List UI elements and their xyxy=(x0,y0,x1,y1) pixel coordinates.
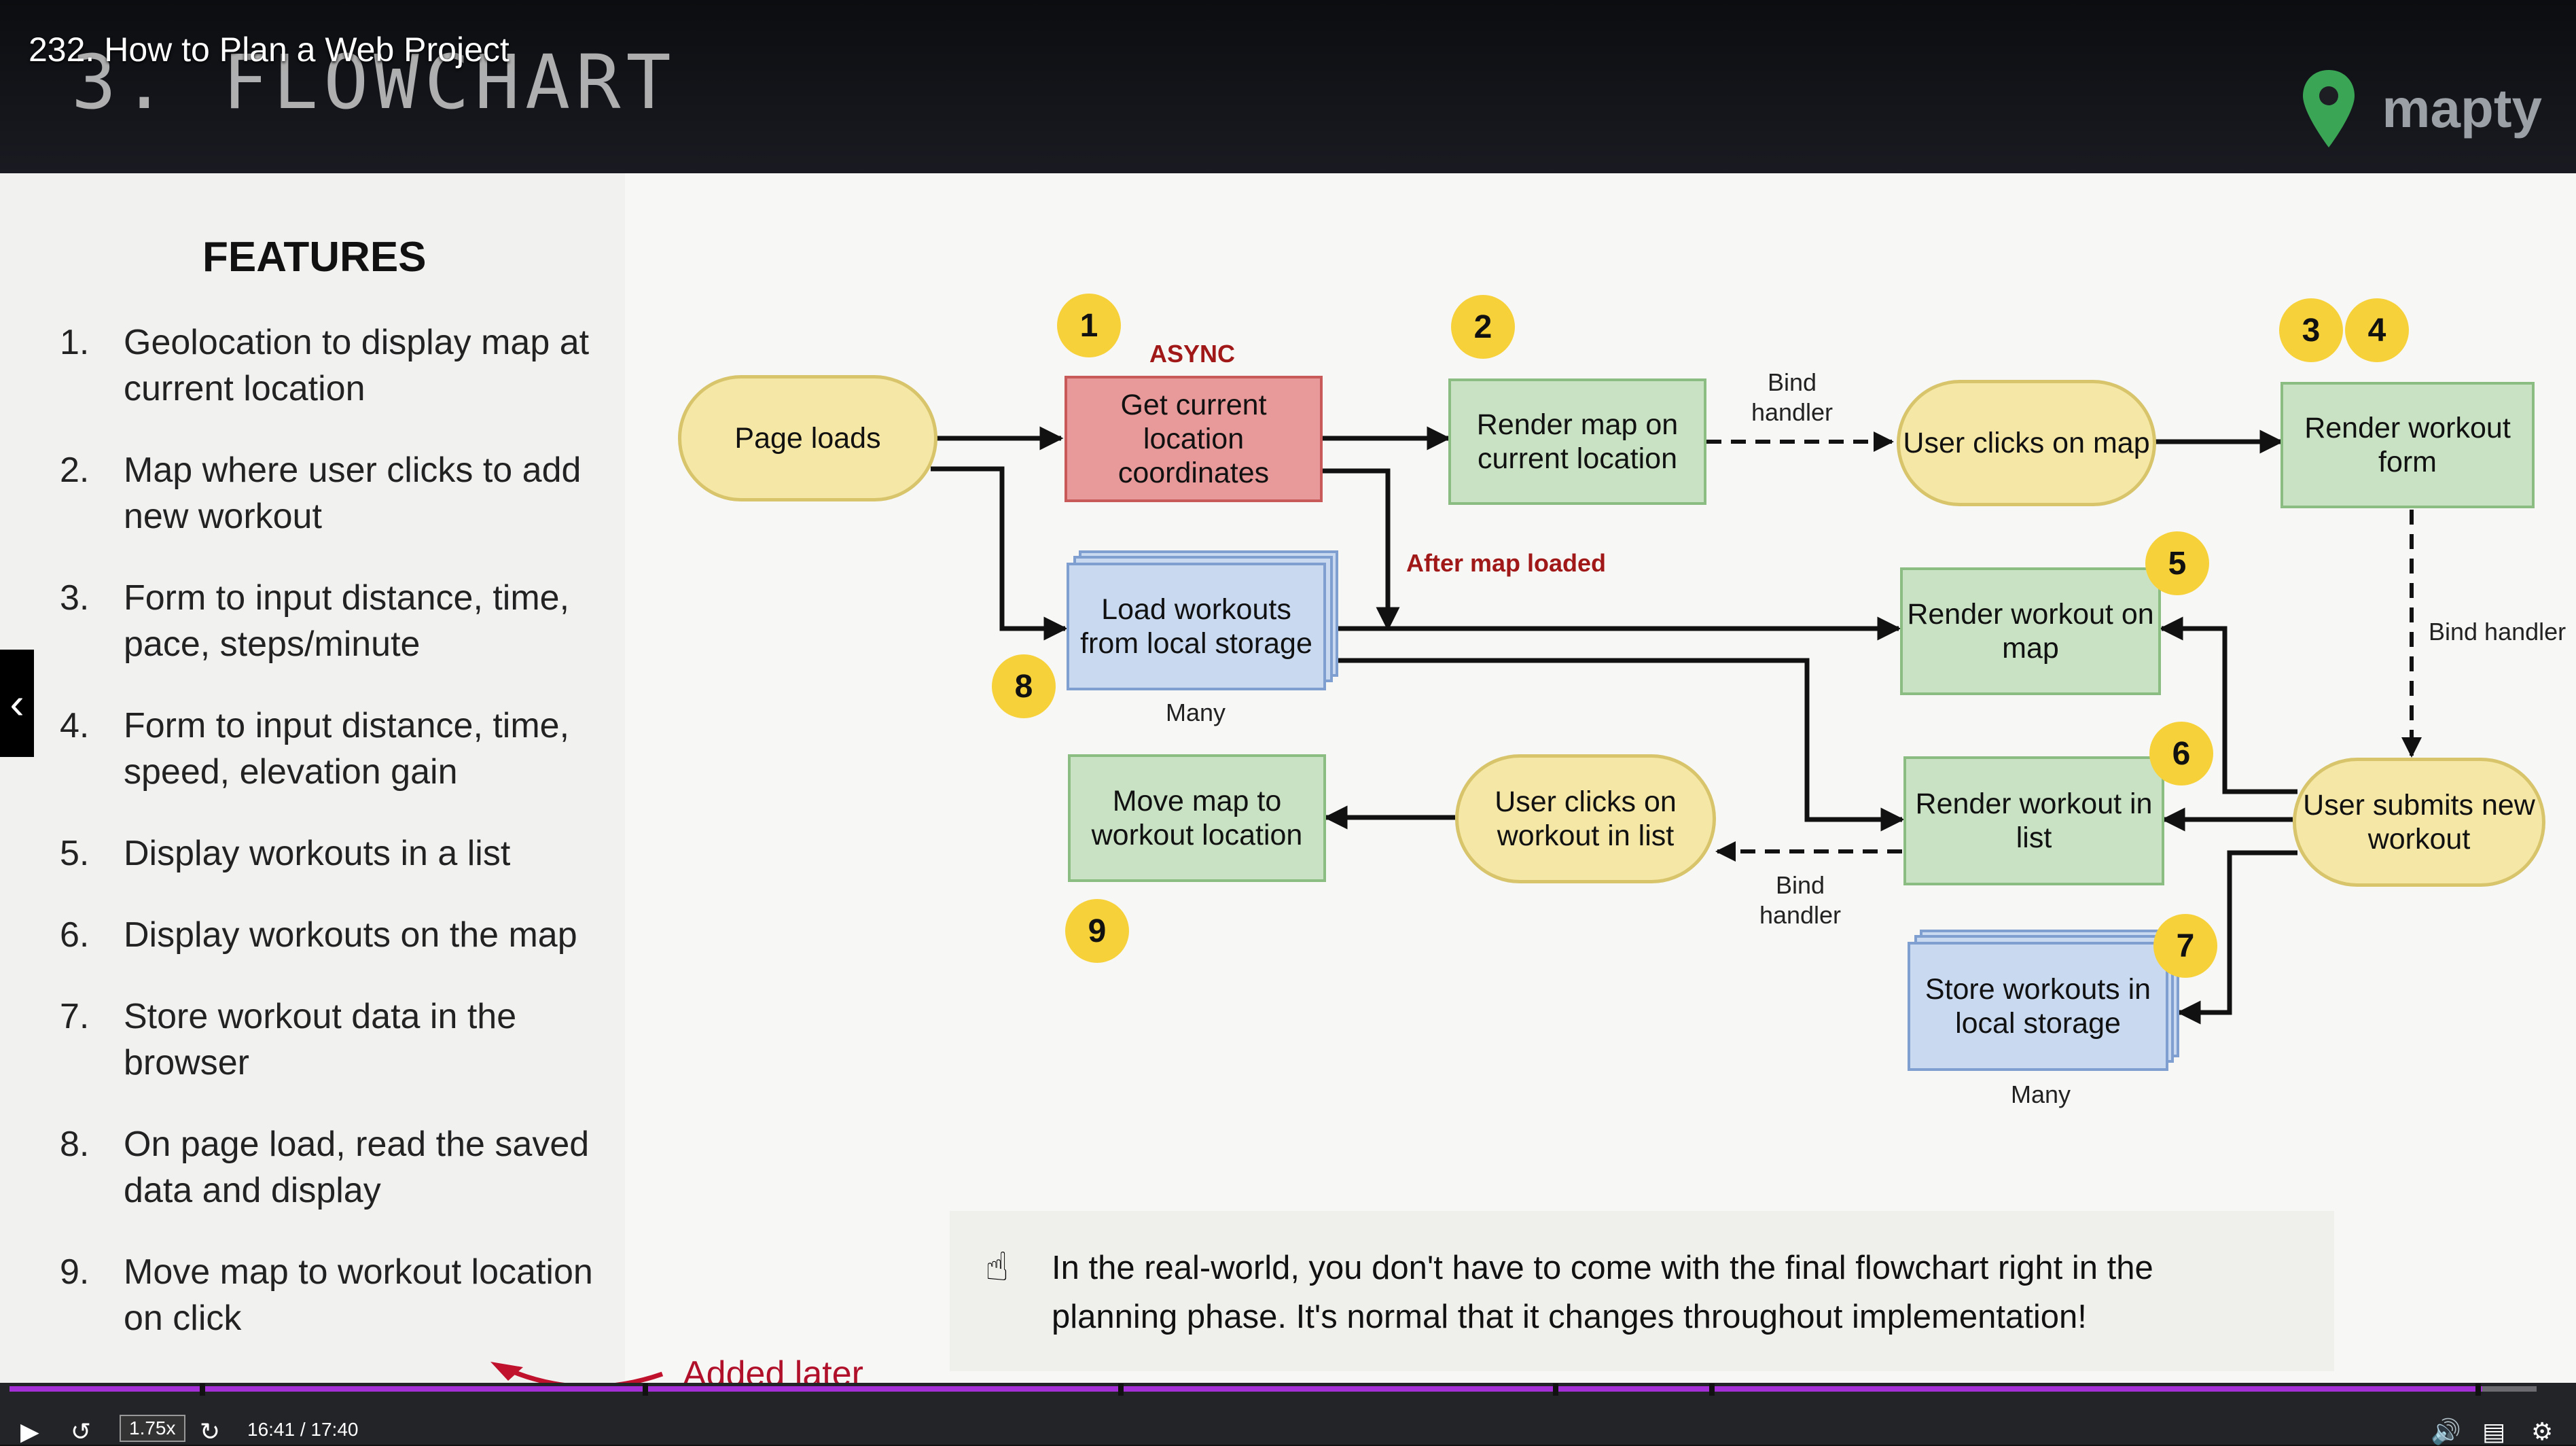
node-user-clicks-list: User clicks on workout in list xyxy=(1455,754,1716,883)
label-after-map-loaded: After map loaded xyxy=(1406,549,1607,577)
chapter-marker xyxy=(643,1383,648,1396)
progress-fill xyxy=(10,1386,2482,1392)
logo-text: mapty xyxy=(2382,78,2542,139)
feature-item: 1.Geolocation to display map at current … xyxy=(60,323,590,408)
video-title: 232. How to Plan a Web Project xyxy=(29,31,509,69)
node-user-submits: User submits new workout xyxy=(2293,758,2545,887)
node-render-form: Render workout form xyxy=(2280,382,2535,508)
badge-3: 3 xyxy=(2279,298,2343,362)
badge-6: 6 xyxy=(2149,722,2213,786)
arrow-page-to-load xyxy=(931,466,1068,641)
label-bind-handler: Bind handler xyxy=(1759,871,1842,929)
slide-header xyxy=(0,0,2576,177)
note-box xyxy=(950,1211,2334,1371)
arrow-after-map-loaded xyxy=(1321,468,1400,631)
forward-icon[interactable]: ↻ xyxy=(200,1417,221,1445)
slide-title: 3. FLOWCHART xyxy=(71,39,677,126)
chevron-left-icon: ‹ xyxy=(10,679,24,728)
features-title: FEATURES xyxy=(202,234,427,281)
settings-icon[interactable]: ⚙ xyxy=(2531,1417,2554,1445)
arrow-load-to-render-list xyxy=(1338,658,1905,832)
arrow-submit-to-render-map xyxy=(2159,616,2297,794)
feature-item: 7.Store workout data in the browser xyxy=(60,997,517,1082)
badge-7: 7 xyxy=(2153,914,2217,978)
video-controls xyxy=(0,1383,2576,1445)
features-panel xyxy=(0,173,625,1383)
features-list: 1.Geolocation to display map at current … xyxy=(60,319,603,1377)
arrow-submit-to-store xyxy=(2177,850,2297,1025)
play-icon[interactable]: ▶ xyxy=(20,1417,39,1445)
chapter-marker xyxy=(1118,1383,1124,1396)
label-bind-handler: Bind handler xyxy=(1751,368,1833,426)
badge-4: 4 xyxy=(2345,298,2409,362)
chapter-marker xyxy=(1553,1383,1558,1396)
node-page-loads: Page loads xyxy=(678,375,937,501)
note-text: In the real-world, you don't have to com… xyxy=(1052,1250,2153,1335)
feature-item: 8.On page load, read the saved data and … xyxy=(60,1125,590,1210)
time-display: 16:41 / 17:40 xyxy=(247,1419,359,1440)
label-bind-handler: Bind handler xyxy=(2429,618,2566,646)
badge-8: 8 xyxy=(992,654,1056,718)
feature-item: 3.Form to input distance, time, pace, st… xyxy=(60,578,570,664)
label-many: Many xyxy=(1165,699,1226,726)
chapter-marker xyxy=(2475,1383,2481,1396)
chapter-marker xyxy=(1709,1383,1715,1396)
node-get-location: Get current location coordinates xyxy=(1065,376,1323,502)
label-async: ASYNC xyxy=(1149,340,1236,368)
node-render-in-list: Render workout in list xyxy=(1903,756,2164,885)
feature-item: 6.Display workouts on the map xyxy=(60,915,577,955)
pointing-hand-icon: ☝ xyxy=(985,1245,1009,1289)
label-many: Many xyxy=(2010,1080,2071,1108)
playback-speed-button[interactable]: 1.75x xyxy=(120,1415,185,1442)
node-load-workouts: Load workouts from local storage xyxy=(1067,563,1326,690)
feature-item: 2.Map where user clicks to add new worko… xyxy=(60,451,582,536)
map-pin-icon xyxy=(2303,70,2355,147)
captions-icon[interactable]: ▤ xyxy=(2482,1417,2506,1445)
previous-slide-button[interactable]: ‹ xyxy=(0,650,34,757)
feature-item: 4.Form to input distance, time, speed, e… xyxy=(60,706,570,792)
badge-5: 5 xyxy=(2145,531,2209,595)
node-render-map: Render map on current location xyxy=(1448,378,1706,505)
badge-9: 9 xyxy=(1065,899,1129,963)
chapter-marker xyxy=(200,1383,205,1396)
node-user-clicks-map: User clicks on map xyxy=(1897,380,2156,506)
mapty-logo: mapty xyxy=(2300,68,2542,149)
feature-item: 9.Move map to workout location on click xyxy=(60,1252,593,1338)
node-store-workouts: Store workouts in local storage xyxy=(1908,942,2168,1071)
volume-icon[interactable]: 🔊 xyxy=(2431,1417,2461,1445)
rewind-icon[interactable]: ↺ xyxy=(71,1417,92,1445)
node-move-map: Move map to workout location xyxy=(1068,754,1326,882)
node-render-on-map: Render workout on map xyxy=(1900,567,2161,695)
badge-2: 2 xyxy=(1451,295,1515,359)
badge-1: 1 xyxy=(1057,294,1121,357)
feature-item: 5.Display workouts in a list xyxy=(60,834,511,873)
